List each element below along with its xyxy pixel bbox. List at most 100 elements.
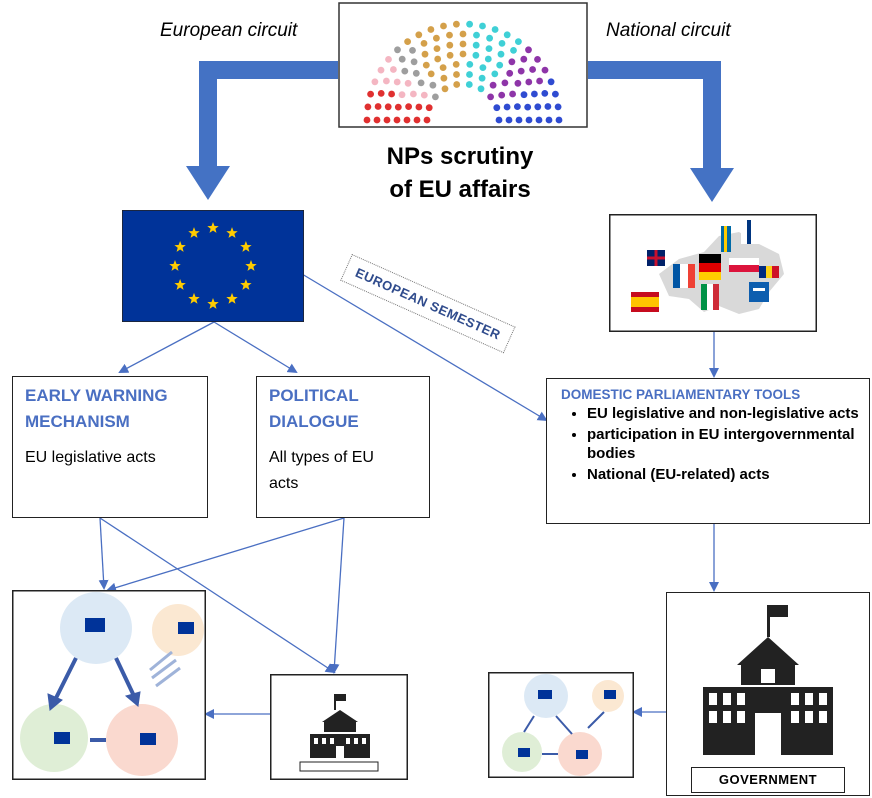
parliament-seat: [529, 66, 536, 73]
eu-star: [207, 298, 219, 309]
parliament-seat: [515, 116, 523, 124]
parliament-seat: [432, 93, 439, 101]
parliament-seat: [393, 78, 401, 86]
eu-star: [226, 292, 238, 304]
hemicycle-seats: [363, 20, 563, 124]
pd-body: All types of EU acts: [269, 445, 429, 497]
parliament-seat: [423, 116, 431, 124]
parliament-seat: [478, 74, 486, 82]
parliament-seat: [545, 116, 553, 124]
parliament-seat: [466, 71, 473, 78]
parliament-seat: [421, 50, 429, 58]
parliament-seat: [498, 40, 506, 47]
parliament-seat: [509, 90, 516, 98]
parliament-seat: [417, 79, 425, 87]
pd-title-line-2: DIALOGUE: [269, 412, 359, 431]
thick-arrow-left-head: [186, 166, 230, 200]
parliament-seat: [385, 56, 392, 63]
parliament-seat: [425, 104, 433, 112]
parliament-seat: [514, 79, 522, 87]
ewm-title-line-2: MECHANISM: [25, 412, 130, 431]
parliament-seat: [493, 104, 501, 112]
parliament-seat: [459, 40, 467, 48]
eu-stars: [169, 222, 257, 309]
parliament-seat: [525, 116, 533, 124]
parliament-seat: [441, 85, 449, 93]
parliament-seat: [525, 78, 533, 86]
political-dialogue-box: POLITICAL DIALOGUE All types of EU acts: [256, 376, 430, 518]
parliament-seat: [505, 116, 513, 124]
parliament-seat: [465, 81, 473, 88]
domestic-tools-item: National (EU-related) acts: [587, 465, 859, 484]
parliament-seat: [446, 51, 454, 59]
parliament-seat: [479, 22, 486, 30]
parliament-seat: [459, 30, 467, 38]
parliament-seat: [524, 103, 532, 111]
european-circuit-label: European circuit: [160, 20, 298, 41]
early-warning-mechanism-box: EARLY WARNING MECHANISM EU legislative a…: [12, 376, 208, 518]
parliament-seat: [541, 66, 549, 74]
ewm-body: EU legislative acts: [25, 449, 156, 466]
parliament-seat: [401, 67, 409, 75]
parliament-seat: [477, 85, 485, 93]
parliament-seat: [410, 58, 418, 66]
parliament-seat: [390, 66, 397, 73]
parliament-seat: [484, 55, 492, 63]
eu-star: [226, 227, 238, 238]
parliament-seat: [422, 61, 430, 69]
parliament-seat: [479, 64, 487, 71]
parliament-seat: [453, 81, 461, 88]
parliament-seat: [534, 103, 542, 111]
parliament-seat: [371, 78, 379, 86]
domestic-tools-title: DOMESTIC PARLIAMENTARY TOOLS: [561, 387, 801, 402]
parliament-seat: [440, 22, 447, 30]
parliament-seat: [466, 61, 474, 68]
eu-star: [207, 222, 219, 233]
parliament-seat: [497, 50, 505, 58]
parliament-seat: [404, 38, 411, 45]
eu-institutions-diagram-small: [488, 672, 634, 778]
government-label: GOVERNMENT: [691, 767, 845, 793]
ewm-title-line-1: EARLY WARNING: [25, 386, 168, 405]
parliament-hemicycle-image: [338, 2, 588, 128]
connector-pd-institutions: [106, 517, 345, 593]
parliament-seat: [383, 77, 390, 85]
parliament-seat: [501, 79, 509, 87]
parliament-seat: [485, 45, 493, 52]
parliament-seat: [383, 116, 391, 124]
parliament-seat: [429, 81, 437, 89]
parliament-seat: [554, 103, 562, 111]
parliament-seat: [434, 55, 442, 63]
parliament-seat: [446, 31, 453, 39]
parliament-seat: [398, 91, 406, 99]
eu-star: [240, 241, 252, 252]
parliament-seat: [440, 74, 448, 82]
title-line-1: NPs scrutiny: [386, 143, 534, 170]
parliament-seat: [439, 64, 447, 71]
parliament-seat: [544, 103, 552, 110]
parliament-seat: [393, 116, 401, 124]
eu-star: [174, 279, 186, 290]
parliament-seat: [404, 79, 412, 87]
parliament-seat: [420, 40, 428, 47]
parliament-seat: [510, 47, 517, 54]
parliament-seat: [433, 45, 441, 52]
parliament-seat: [541, 90, 549, 97]
parliament-seat: [487, 93, 494, 101]
parliament-seat: [520, 91, 528, 99]
parliament-seat: [520, 55, 528, 63]
parliament-seat: [536, 77, 543, 85]
eu-star: [174, 241, 186, 252]
parliament-seat: [472, 51, 480, 59]
parliament-seat: [403, 116, 411, 124]
parliament-seat: [517, 67, 525, 75]
parliament-seat: [367, 90, 374, 98]
connector-flag-domestic: [301, 273, 548, 422]
parliament-seat: [453, 20, 460, 28]
pd-title-line-1: POLITICAL: [269, 386, 359, 405]
parliament-seat: [364, 103, 372, 111]
parliament-seat: [503, 31, 511, 39]
connector-flag-ewm: [118, 321, 215, 373]
parliament-seat: [491, 70, 499, 78]
